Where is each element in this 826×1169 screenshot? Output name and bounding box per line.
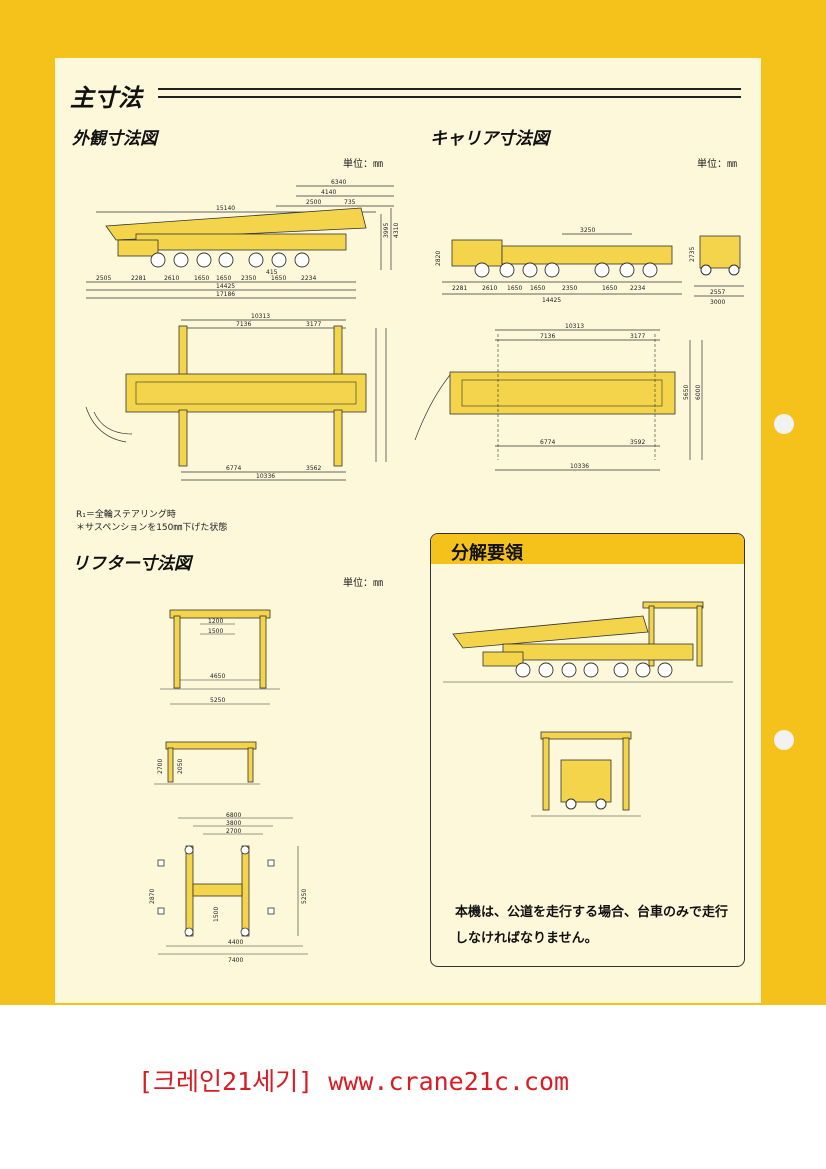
dimension-label: 6340 bbox=[331, 179, 346, 186]
dimension-label: 1650 bbox=[271, 275, 286, 282]
dimension-label: 1650 bbox=[194, 275, 209, 282]
disassembly-lifter-diagram bbox=[531, 731, 641, 817]
dimension-label: 2870 bbox=[149, 889, 156, 904]
dimension-label: 3562 bbox=[306, 465, 321, 472]
disassembly-box: 分解要領 本機は、公道を走行する場合、台車のみで走行しなければなりません。 bbox=[430, 533, 745, 967]
dimension-label: 14425 bbox=[216, 283, 235, 290]
dimension-label: 2700 bbox=[226, 828, 241, 835]
dimension-label: 2281 bbox=[131, 275, 146, 282]
dimension-label: 4310 bbox=[393, 223, 400, 238]
dimension-label: 7136 bbox=[540, 333, 555, 340]
dimension-label: 2820 bbox=[435, 251, 442, 266]
dimension-label: 2234 bbox=[630, 285, 645, 292]
dimension-label: 7400 bbox=[228, 957, 243, 962]
dimension-label: 5250 bbox=[301, 889, 308, 904]
dimension-label: 2557 bbox=[710, 289, 725, 296]
dimension-label: 10336 bbox=[570, 463, 589, 470]
dimension-label: 2700 bbox=[157, 759, 164, 774]
dimension-label: 4650 bbox=[210, 673, 225, 680]
dimension-label: 3592 bbox=[630, 439, 645, 446]
dimension-label: 3995 bbox=[383, 223, 390, 238]
dimension-label: 10313 bbox=[565, 323, 584, 330]
section-title-exterior: 外観寸法図 bbox=[72, 129, 157, 149]
disassembly-box-title: 分解要領 bbox=[451, 543, 523, 564]
dimension-label: 6774 bbox=[540, 439, 555, 446]
dimension-label: 4140 bbox=[321, 189, 336, 196]
carrier-side-diagram: 3250 2281 2610 1650 1650 2350 1650 2234 14425 255… bbox=[435, 227, 744, 306]
dimension-label: 6774 bbox=[226, 465, 241, 472]
binder-hole-bottom bbox=[774, 730, 794, 750]
carrier-plan-diagram: 10313 7136 3177 6774 3592 10336 5650 6000 bbox=[414, 323, 703, 471]
dimension-label: 2505 bbox=[96, 275, 111, 282]
dimension-label: 4400 bbox=[228, 939, 243, 946]
dimension-label: 1650 bbox=[216, 275, 231, 282]
note-steering: R₁＝全輪ステアリング時 bbox=[76, 510, 176, 520]
lifter-front-diagram: 1200 1500 4650 5250 bbox=[160, 609, 280, 705]
dimension-label: 10336 bbox=[256, 473, 275, 480]
dimension-label: 1500 bbox=[208, 628, 223, 635]
dimension-label: 1650 bbox=[530, 285, 545, 292]
unit-label-lifter: 単位：㎜ bbox=[343, 578, 383, 589]
dimension-label: 5650 bbox=[683, 385, 690, 400]
dimension-label: 2350 bbox=[241, 275, 256, 282]
dimension-label: 17186 bbox=[216, 291, 235, 298]
section-title-lifter: リフター寸法図 bbox=[72, 554, 191, 574]
footer-watermark: [크레인21세기] www.crane21c.com bbox=[138, 1067, 570, 1096]
dimension-label: 3250 bbox=[580, 227, 595, 234]
unit-label-carrier: 単位：㎜ bbox=[697, 159, 737, 170]
dimension-label: 6000 bbox=[695, 385, 702, 400]
dimension-label: 2735 bbox=[689, 247, 696, 262]
dimension-label: 1650 bbox=[602, 285, 617, 292]
dimension-label: 2050 bbox=[177, 759, 184, 774]
dimension-label: 3000 bbox=[710, 299, 725, 306]
disassembly-box-header: 分解要領 bbox=[431, 534, 744, 564]
note-suspension: ＊サスペンションを150㎜下げた状態 bbox=[76, 523, 228, 533]
heading-rule bbox=[158, 88, 741, 98]
dimension-label: 1650 bbox=[507, 285, 522, 292]
dimension-label: 2234 bbox=[301, 275, 316, 282]
dimension-label: 2350 bbox=[562, 285, 577, 292]
dimension-label: 6800 bbox=[226, 812, 241, 819]
dimension-label: 14425 bbox=[542, 297, 561, 304]
dimension-label: 15140 bbox=[216, 205, 235, 212]
disassembly-crane-diagram bbox=[443, 601, 733, 683]
unit-label-exterior: 単位：㎜ bbox=[343, 159, 383, 170]
dimension-label: 2610 bbox=[482, 285, 497, 292]
bleed-through-text bbox=[100, 18, 114, 58]
section-title-carrier: キャリア寸法図 bbox=[430, 129, 549, 149]
dimension-label: 415 bbox=[266, 269, 278, 276]
dimension-label: 1500 bbox=[213, 907, 220, 922]
dimension-label: 2500 bbox=[306, 199, 321, 206]
main-heading: 主寸法 bbox=[70, 84, 142, 112]
binder-hole-top bbox=[774, 414, 794, 434]
dimension-label: 7136 bbox=[236, 321, 251, 328]
lifter-compact-diagram: 2700 2050 bbox=[154, 741, 260, 785]
dimension-label: 3800 bbox=[226, 820, 241, 827]
disassembly-box-text: 本機は、公道を走行する場合、台車のみで走行しなければなりません。 bbox=[455, 905, 729, 946]
dimension-label: 5250 bbox=[210, 697, 225, 704]
dimension-label: 3177 bbox=[306, 321, 321, 328]
dimension-label: 2610 bbox=[164, 275, 179, 282]
dimension-label: 2281 bbox=[452, 285, 467, 292]
dimension-label: 1200 bbox=[208, 618, 223, 625]
dimension-label: 735 bbox=[344, 199, 356, 206]
dimension-label: 10313 bbox=[251, 313, 270, 320]
dimension-label: 3177 bbox=[630, 333, 645, 340]
